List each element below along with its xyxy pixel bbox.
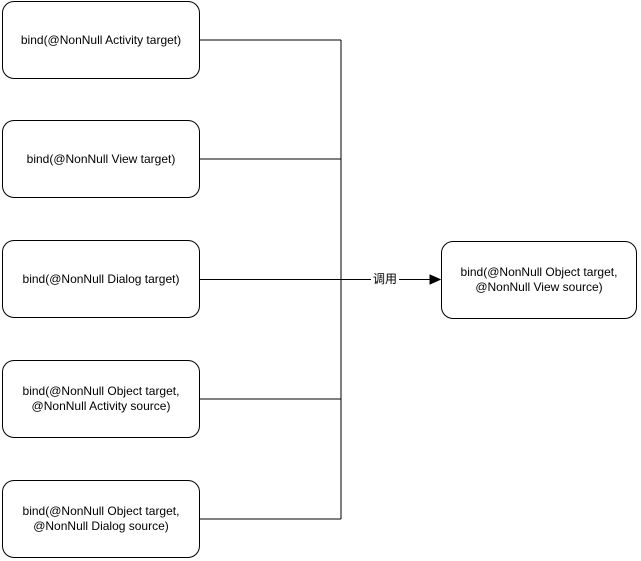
call-edge-label: 调用 [371,272,400,287]
node-label: bind(@NonNull Object target, @NonNull Di… [22,504,180,533]
node-label: bind(@NonNull Object target, @NonNull Ac… [22,384,180,413]
node-label: bind(@NonNull Object target, @NonNull Vi… [460,265,618,294]
node-bind-object-dialog-source: bind(@NonNull Object target, @NonNull Di… [2,480,200,558]
node-bind-object-view-source: bind(@NonNull Object target, @NonNull Vi… [441,241,637,319]
node-label: bind(@NonNull Dialog target) [22,271,180,286]
node-bind-activity-target: bind(@NonNull Activity target) [2,1,200,79]
node-label: bind(@NonNull View target) [26,151,176,166]
node-bind-object-activity-source: bind(@NonNull Object target, @NonNull Ac… [2,360,200,438]
node-label: bind(@NonNull Activity target) [20,32,182,47]
call-arrowhead-icon [429,274,442,285]
node-bind-view-target: bind(@NonNull View target) [2,120,200,198]
node-bind-dialog-target: bind(@NonNull Dialog target) [2,240,200,318]
